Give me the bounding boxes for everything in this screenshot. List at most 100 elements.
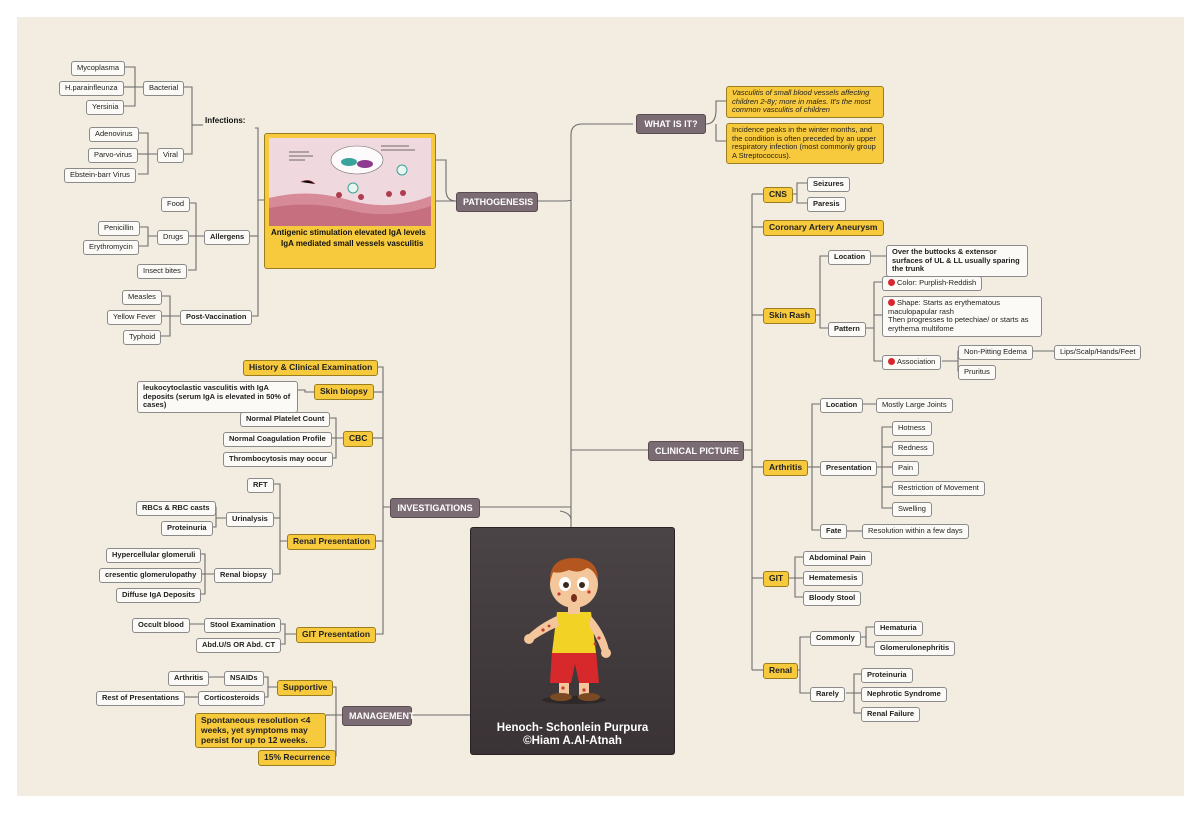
renal-node[interactable]: Renal bbox=[763, 663, 799, 679]
color-node[interactable]: Color: Purplish-Reddish bbox=[882, 276, 983, 291]
pain-node[interactable]: Pain bbox=[892, 461, 920, 476]
commonly-node[interactable]: Commonly bbox=[810, 631, 861, 646]
bacterial-node[interactable]: Bacterial bbox=[143, 81, 185, 96]
git-node[interactable]: GIT bbox=[763, 571, 790, 587]
viral-node[interactable]: Viral bbox=[157, 148, 184, 163]
cresentic-node[interactable]: cresentic glomerulopathy bbox=[99, 568, 203, 583]
investigations-topic[interactable]: INVESTIGATIONS bbox=[390, 498, 480, 519]
coronary-node[interactable]: Coronary Artery Aneurysm bbox=[763, 220, 884, 236]
adenovirus-node[interactable]: Adenovirus bbox=[89, 127, 139, 142]
what-is-it-topic[interactable]: WHAT IS IT? bbox=[636, 114, 706, 135]
management-topic[interactable]: MANAGEMENT bbox=[342, 706, 415, 727]
fate-node[interactable]: Resolution within a few days bbox=[862, 524, 969, 539]
fate-label[interactable]: Fate bbox=[820, 524, 848, 539]
caption-line-1: Antigenic stimulation elevated IgA level… bbox=[271, 228, 426, 237]
urinalysis-node[interactable]: Urinalysis bbox=[226, 512, 274, 527]
skin-biopsy-node[interactable]: Skin biopsy bbox=[314, 384, 374, 400]
post-vaccination-node[interactable]: Post-Vaccination bbox=[180, 310, 253, 325]
pathogenesis-topic[interactable]: PATHOGENESIS bbox=[456, 192, 538, 213]
occult-blood-node[interactable]: Occult blood bbox=[132, 618, 190, 633]
red-dot-icon bbox=[888, 299, 895, 306]
definition-note: Vasculitis of small blood vessels affect… bbox=[726, 86, 884, 118]
yersinia-node[interactable]: Yersinia bbox=[86, 100, 125, 115]
caption-line-2: IgA mediated small vessels vasculitis bbox=[281, 238, 424, 248]
proteinuria-urine-node[interactable]: Proteinuria bbox=[161, 521, 213, 536]
clinical-picture-topic[interactable]: CLINICAL PICTURE bbox=[648, 441, 744, 462]
h-parainfleunza-node[interactable]: H.parainfleunza bbox=[59, 81, 124, 96]
hypercellular-node[interactable]: Hypercellular glomeruli bbox=[106, 548, 202, 563]
shape-text: Shape: Starts as erythematous maculopapu… bbox=[888, 298, 1029, 333]
restriction-node[interactable]: Restriction of Movement bbox=[892, 481, 985, 496]
diffuse-iga-node[interactable]: Diffuse IgA Deposits bbox=[116, 588, 202, 603]
mycoplasma-node[interactable]: Mycoplasma bbox=[71, 61, 126, 76]
coagulation-node[interactable]: Normal Coagulation Profile bbox=[223, 432, 332, 447]
arthritis-mgmt-node[interactable]: Arthritis bbox=[168, 671, 210, 686]
shape-node[interactable]: Shape: Starts as erythematous maculopapu… bbox=[882, 296, 1042, 337]
rft-node[interactable]: RFT bbox=[247, 478, 274, 493]
arthritis-node[interactable]: Arthritis bbox=[763, 460, 809, 476]
red-dot-icon bbox=[888, 279, 895, 286]
typhoid-node[interactable]: Typhoid bbox=[123, 330, 162, 345]
skin-rash-node[interactable]: Skin Rash bbox=[763, 308, 817, 324]
pathogenesis-caption: Antigenic stimulation elevated IgA level… bbox=[271, 228, 431, 248]
redness-node[interactable]: Redness bbox=[892, 441, 934, 456]
bloody-stool-node[interactable]: Bloody Stool bbox=[803, 591, 862, 606]
hotness-node[interactable]: Hotness bbox=[892, 421, 932, 436]
paresis-node[interactable]: Paresis bbox=[807, 197, 846, 212]
yellow-fever-node[interactable]: Yellow Fever bbox=[107, 310, 162, 325]
renal-failure-node[interactable]: Renal Failure bbox=[861, 707, 921, 722]
pathogenesis-card: Antigenic stimulation elevated IgA level… bbox=[264, 133, 436, 269]
rest-presentations-node[interactable]: Rest of Presentations bbox=[96, 691, 186, 706]
nsaids-node[interactable]: NSAIDs bbox=[224, 671, 264, 686]
renal-presentation-node[interactable]: Renal Presentation bbox=[287, 534, 376, 550]
measles-node[interactable]: Measles bbox=[122, 290, 162, 305]
thrombocytosis-node[interactable]: Thrombocytosis may occur bbox=[223, 452, 333, 467]
presentation-label[interactable]: Presentation bbox=[820, 461, 878, 476]
history-node[interactable]: History & Clinical Examination bbox=[243, 360, 379, 376]
red-dot-icon bbox=[888, 358, 895, 365]
git-presentation-node[interactable]: GIT Presentation bbox=[296, 627, 377, 643]
renal-biopsy-node[interactable]: Renal biopsy bbox=[214, 568, 273, 583]
stool-exam-node[interactable]: Stool Examination bbox=[204, 618, 282, 633]
resolution-node[interactable]: Spontaneous resolution <4 weeks, yet sym… bbox=[195, 713, 326, 749]
pruritus-node[interactable]: Pruritus bbox=[958, 365, 996, 380]
parvo-virus-node[interactable]: Parvo-virus bbox=[88, 148, 138, 163]
association-node[interactable]: Association bbox=[882, 355, 942, 370]
arth-location-label[interactable]: Location bbox=[820, 398, 864, 413]
cns-node[interactable]: CNS bbox=[763, 187, 793, 203]
cbc-node[interactable]: CBC bbox=[343, 431, 374, 447]
glomerulonephritis-node[interactable]: Glomerulonephritis bbox=[874, 641, 956, 656]
rash-location-label[interactable]: Location bbox=[828, 250, 872, 265]
platelet-node[interactable]: Normal Platelet Count bbox=[240, 412, 331, 427]
color-text: Color: Purplish-Reddish bbox=[897, 278, 977, 287]
supportive-node[interactable]: Supportive bbox=[277, 680, 334, 696]
rarely-node[interactable]: Rarely bbox=[810, 687, 845, 702]
pattern-label[interactable]: Pattern bbox=[828, 322, 866, 337]
lips-scalp-node[interactable]: Lips/Scalp/Hands/Feet bbox=[1054, 345, 1142, 360]
allergens-node[interactable]: Allergens bbox=[204, 230, 251, 245]
insect-bites-node[interactable]: Insect bites bbox=[137, 264, 187, 279]
swelling-node[interactable]: Swelling bbox=[892, 502, 932, 517]
non-pitting-node[interactable]: Non-Pitting Edema bbox=[958, 345, 1033, 360]
rash-location-node[interactable]: Over the buttocks & extensor surfaces of… bbox=[886, 245, 1028, 277]
food-node[interactable]: Food bbox=[161, 197, 191, 212]
drugs-node[interactable]: Drugs bbox=[157, 230, 190, 245]
large-joints-node[interactable]: Mostly Large Joints bbox=[876, 398, 953, 413]
abdominal-pain-node[interactable]: Abdominal Pain bbox=[803, 551, 872, 566]
seizures-node[interactable]: Seizures bbox=[807, 177, 850, 192]
central-title: Henoch- Schonlein Purpura bbox=[496, 722, 649, 734]
abd-us-node[interactable]: Abd.U/S OR Abd. CT bbox=[196, 638, 282, 653]
hematuria-node[interactable]: Hematuria bbox=[874, 621, 923, 636]
ebstein-barr-node[interactable]: Ebstein-barr Virus bbox=[64, 168, 136, 183]
central-topic[interactable]: Henoch- Schonlein Purpura ©Hiam A.Al-Atn… bbox=[470, 527, 675, 755]
corticosteroids-node[interactable]: Corticosteroids bbox=[198, 691, 266, 706]
central-author: ©Hiam A.Al-Atnah bbox=[523, 735, 622, 747]
nephrotic-node[interactable]: Nephrotic Syndrome bbox=[861, 687, 947, 702]
erythromycin-node[interactable]: Erythromycin bbox=[83, 240, 139, 255]
pathogenesis-illustration bbox=[269, 138, 431, 226]
rbc-casts-node[interactable]: RBCs & RBC casts bbox=[136, 501, 216, 516]
recurrence-node[interactable]: 15% Recurrence bbox=[258, 750, 337, 766]
proteinuria-node[interactable]: Proteinuria bbox=[861, 668, 913, 683]
hematemesis-node[interactable]: Hematemesis bbox=[803, 571, 864, 586]
penicillin-node[interactable]: Penicillin bbox=[98, 221, 140, 236]
